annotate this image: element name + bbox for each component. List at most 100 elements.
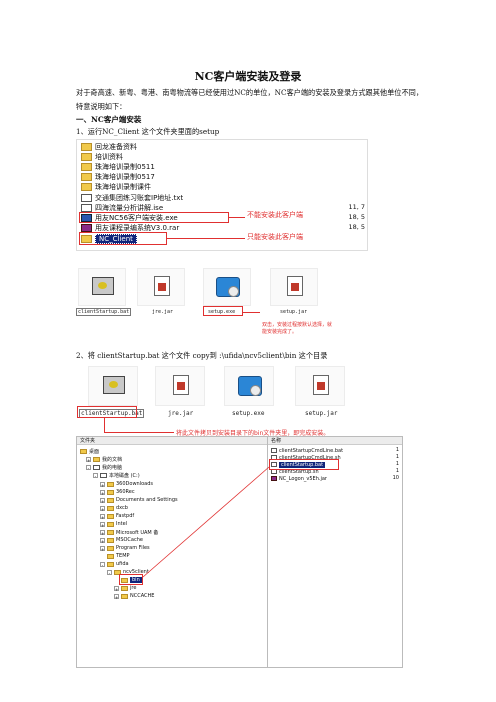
tile-label: setup.exe xyxy=(208,309,236,315)
tree-item[interactable]: TEMP xyxy=(107,552,130,560)
folder-icon xyxy=(107,545,114,551)
expand-icon[interactable]: + xyxy=(100,513,105,520)
file-size: 1 xyxy=(395,468,399,474)
folder-icon xyxy=(81,235,92,243)
highlight-box xyxy=(79,212,229,223)
jar-file-icon xyxy=(313,375,329,395)
annotation-no: 不能安装此客户端 xyxy=(247,211,303,219)
folder-pane-header: 文件夹 xyxy=(77,437,267,445)
expand-icon[interactable]: + xyxy=(86,456,91,463)
folder-icon xyxy=(81,173,92,181)
expand-icon[interactable]: + xyxy=(114,593,119,600)
section-heading: 一、NC客户端安装 xyxy=(76,115,142,124)
file-tile[interactable] xyxy=(224,366,274,406)
tree-item[interactable]: -ufida xyxy=(100,561,129,568)
tile-label: jre.jar xyxy=(168,410,194,417)
tree-item[interactable]: -我的电脑 xyxy=(86,464,123,471)
file-tile[interactable] xyxy=(137,268,185,306)
file-size: 1 xyxy=(395,461,399,467)
annotation-copy: 将此文件拷贝到安装目录下的bin文件夹里，即完成安装。 xyxy=(176,430,330,437)
tree-item[interactable]: +jre xyxy=(114,585,137,592)
collapse-icon[interactable]: - xyxy=(86,464,91,471)
list-item[interactable]: 回龙准备资料 xyxy=(81,142,137,152)
file-icon xyxy=(271,462,277,467)
highlight-box xyxy=(203,306,243,316)
tree-item[interactable]: -本地磁盘 (C:) xyxy=(93,472,140,479)
folder-icon xyxy=(81,143,92,151)
tree-item[interactable]: +Microsoft UAM 备 xyxy=(100,529,159,536)
tree-item[interactable]: +Fastpdf xyxy=(100,513,135,520)
file-tile[interactable] xyxy=(88,366,138,406)
tree-item[interactable]: +Intel xyxy=(100,521,128,528)
list-item[interactable]: 交通集团练习账套IP地址.txt xyxy=(81,193,183,203)
expand-icon[interactable]: + xyxy=(100,505,105,512)
tile-label: jre.jar xyxy=(152,309,174,315)
collapse-icon[interactable]: - xyxy=(107,569,112,576)
arrow-line xyxy=(167,238,245,240)
step-2-text: 2、将 clientStartup.bat 这个文件 copy到 :\ufida… xyxy=(76,351,328,360)
collapse-icon[interactable]: - xyxy=(93,472,98,479)
expand-icon[interactable]: + xyxy=(100,529,105,536)
computer-icon xyxy=(93,464,100,470)
tree-item[interactable]: -ncv5client xyxy=(107,569,149,576)
file-pane: 名称 clientStartupCmdLine.bat clientStartu… xyxy=(268,437,402,667)
file-tile[interactable] xyxy=(295,366,345,406)
list-item-selected[interactable]: NC_Client xyxy=(81,234,137,244)
file-icon xyxy=(271,448,277,453)
tree-item[interactable]: +360Downloads xyxy=(100,481,154,488)
tree-item[interactable]: +360Rec xyxy=(100,489,135,496)
jar-file-icon xyxy=(287,276,303,296)
folder-icon xyxy=(121,585,128,591)
expand-icon[interactable]: + xyxy=(100,545,105,552)
disk-icon xyxy=(100,472,107,478)
expand-icon[interactable]: + xyxy=(100,497,105,504)
file-tile[interactable] xyxy=(78,268,126,306)
collapse-icon[interactable]: - xyxy=(100,561,105,568)
batch-file-icon xyxy=(103,376,125,394)
arrow-line xyxy=(104,418,106,432)
file-size: 1 xyxy=(395,447,399,453)
setup-exe-icon xyxy=(238,376,262,396)
jar-file-icon xyxy=(271,476,277,481)
setup-exe-icon xyxy=(216,277,240,297)
tree-item[interactable]: +dxcb xyxy=(100,505,128,512)
list-item[interactable]: 培训资料 xyxy=(81,152,123,162)
folder-icon xyxy=(107,553,114,559)
folder-icon xyxy=(107,497,114,503)
folder-icon xyxy=(107,529,114,535)
highlight-box xyxy=(269,459,339,470)
file-row[interactable]: NC_Logon_v5Eh.jar xyxy=(271,475,327,482)
file-size: 18, 5 xyxy=(348,213,365,221)
tree-item[interactable]: +我的文档 xyxy=(86,456,123,463)
list-item[interactable]: 珠海培训录制课件 xyxy=(81,182,151,192)
tree-item[interactable]: 桌面 xyxy=(80,447,99,455)
jar-file-icon xyxy=(173,375,189,395)
file-tile[interactable] xyxy=(203,268,251,306)
batch-file-icon xyxy=(92,277,114,295)
tree-item[interactable]: +Program Files xyxy=(100,545,150,552)
list-item[interactable]: 珠海培训录制0511 xyxy=(81,162,155,172)
expand-icon[interactable]: + xyxy=(114,585,119,592)
text-file-icon xyxy=(81,194,92,202)
list-item[interactable]: 珠海培训录制0517 xyxy=(81,172,155,182)
tree-item[interactable]: +NCCACHE xyxy=(114,593,155,600)
tree-item[interactable]: +Documents and Settings xyxy=(100,497,178,504)
tree-item[interactable]: +MSOCache xyxy=(100,537,143,544)
expand-icon[interactable]: + xyxy=(100,481,105,488)
file-tile[interactable] xyxy=(155,366,205,406)
desktop-icon xyxy=(80,448,87,454)
folder-icon xyxy=(107,481,114,487)
list-item[interactable]: 四海流量分析讲解.ise xyxy=(81,203,163,213)
folder-icon xyxy=(107,489,114,495)
expand-icon[interactable]: + xyxy=(100,521,105,528)
list-item[interactable]: 用友NC56客户端安装.exe xyxy=(81,213,178,223)
expand-icon[interactable]: + xyxy=(100,537,105,544)
file-row-selected[interactable]: clientStartup.bat xyxy=(271,461,326,468)
expand-icon[interactable]: + xyxy=(100,489,105,496)
file-size: 1 xyxy=(395,454,399,460)
tree-item-selected[interactable]: bin xyxy=(121,576,142,584)
file-size: 11, 7 xyxy=(348,203,365,211)
file-tile[interactable] xyxy=(270,268,318,306)
list-item[interactable]: 用友课程录编系统V3.0.rar xyxy=(81,223,179,233)
file-row[interactable]: clientStartupCmdLine.bat xyxy=(271,447,343,454)
